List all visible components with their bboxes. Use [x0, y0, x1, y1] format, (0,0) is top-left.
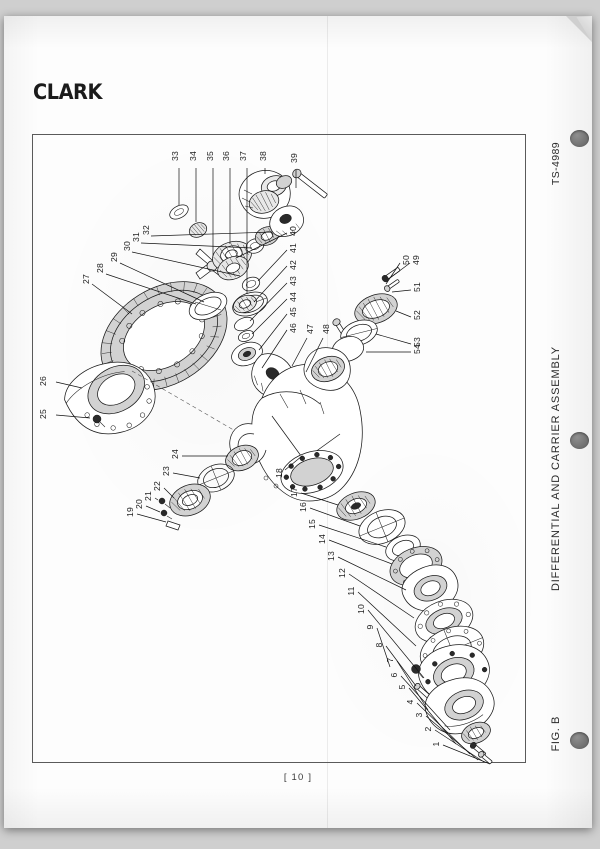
callout-number-42: 42: [288, 260, 298, 270]
callout-number-34: 34: [188, 151, 198, 161]
exploded-parts-diagram: [4, 16, 592, 828]
page-number: [ 10 ]: [283, 772, 313, 783]
callout-number-35: 35: [205, 151, 215, 161]
drawing-code-label: TS-4989: [550, 142, 562, 186]
callout-number-36: 36: [221, 151, 231, 161]
callout-number-12: 12: [337, 568, 347, 578]
punch-hole-1: [570, 130, 589, 147]
clark-logo: CLARK: [33, 80, 102, 104]
differential-carrier-housing: [159, 348, 362, 530]
ring-gear-fasteners: [185, 202, 353, 346]
callout-number-41: 41: [288, 243, 298, 253]
callout-number-31: 31: [131, 232, 141, 242]
callout-number-23: 23: [161, 466, 171, 476]
callout-number-14: 14: [317, 534, 327, 544]
callout-number-2: 2: [423, 726, 433, 732]
callout-number-8: 8: [374, 642, 384, 648]
callout-number-5: 5: [397, 684, 407, 690]
callout-number-28: 28: [95, 263, 105, 273]
callout-number-38: 38: [258, 151, 268, 161]
drawing-frame: [32, 134, 526, 763]
callout-leader-lines: [56, 168, 490, 764]
ring-gear-assembly: [57, 259, 247, 447]
callout-number-17: 17: [289, 487, 299, 497]
callout-number-32: 32: [141, 225, 151, 235]
scanned-page-sheet: CLARK: [4, 16, 592, 828]
assembly-title-label: DIFFERENTIAL AND CARRIER ASSEMBLY: [550, 346, 562, 592]
callout-number-15: 15: [307, 519, 317, 529]
callout-number-10: 10: [356, 604, 366, 614]
callout-number-40: 40: [288, 226, 298, 236]
callout-number-11: 11: [346, 586, 356, 596]
callout-number-26: 26: [38, 376, 48, 386]
callout-number-3: 3: [414, 712, 424, 718]
callout-number-50: 50: [401, 255, 411, 265]
callout-number-44: 44: [288, 292, 298, 302]
callout-number-29: 29: [109, 252, 119, 262]
callout-number-9: 9: [365, 624, 375, 630]
callout-number-22: 22: [152, 481, 162, 491]
callout-number-52: 52: [412, 310, 422, 320]
callout-number-45: 45: [288, 307, 298, 317]
punch-hole-2: [570, 432, 589, 449]
axle-hub-stack: [333, 486, 502, 765]
callout-number-33: 33: [170, 151, 180, 161]
callout-number-1: 1: [431, 741, 441, 747]
callout-number-13: 13: [326, 551, 336, 561]
punch-hole-3: [570, 732, 589, 749]
callout-number-54: 54: [412, 344, 422, 354]
callout-number-49: 49: [411, 255, 421, 265]
figure-label: FIG. B: [550, 716, 562, 752]
callout-number-16: 16: [298, 502, 308, 512]
callout-number-47: 47: [305, 324, 315, 334]
callout-number-4: 4: [405, 699, 415, 705]
callout-number-24: 24: [170, 449, 180, 459]
callout-number-48: 48: [321, 324, 331, 334]
callout-number-27: 27: [81, 274, 91, 284]
callout-number-7: 7: [385, 657, 395, 663]
callout-number-43: 43: [288, 276, 298, 286]
callout-number-37: 37: [238, 151, 248, 161]
callout-number-51: 51: [412, 282, 422, 292]
callout-number-25: 25: [38, 409, 48, 419]
callout-number-18: 18: [274, 468, 284, 478]
callout-number-46: 46: [288, 323, 298, 333]
callout-number-39: 39: [289, 153, 299, 163]
callout-number-6: 6: [389, 672, 399, 678]
